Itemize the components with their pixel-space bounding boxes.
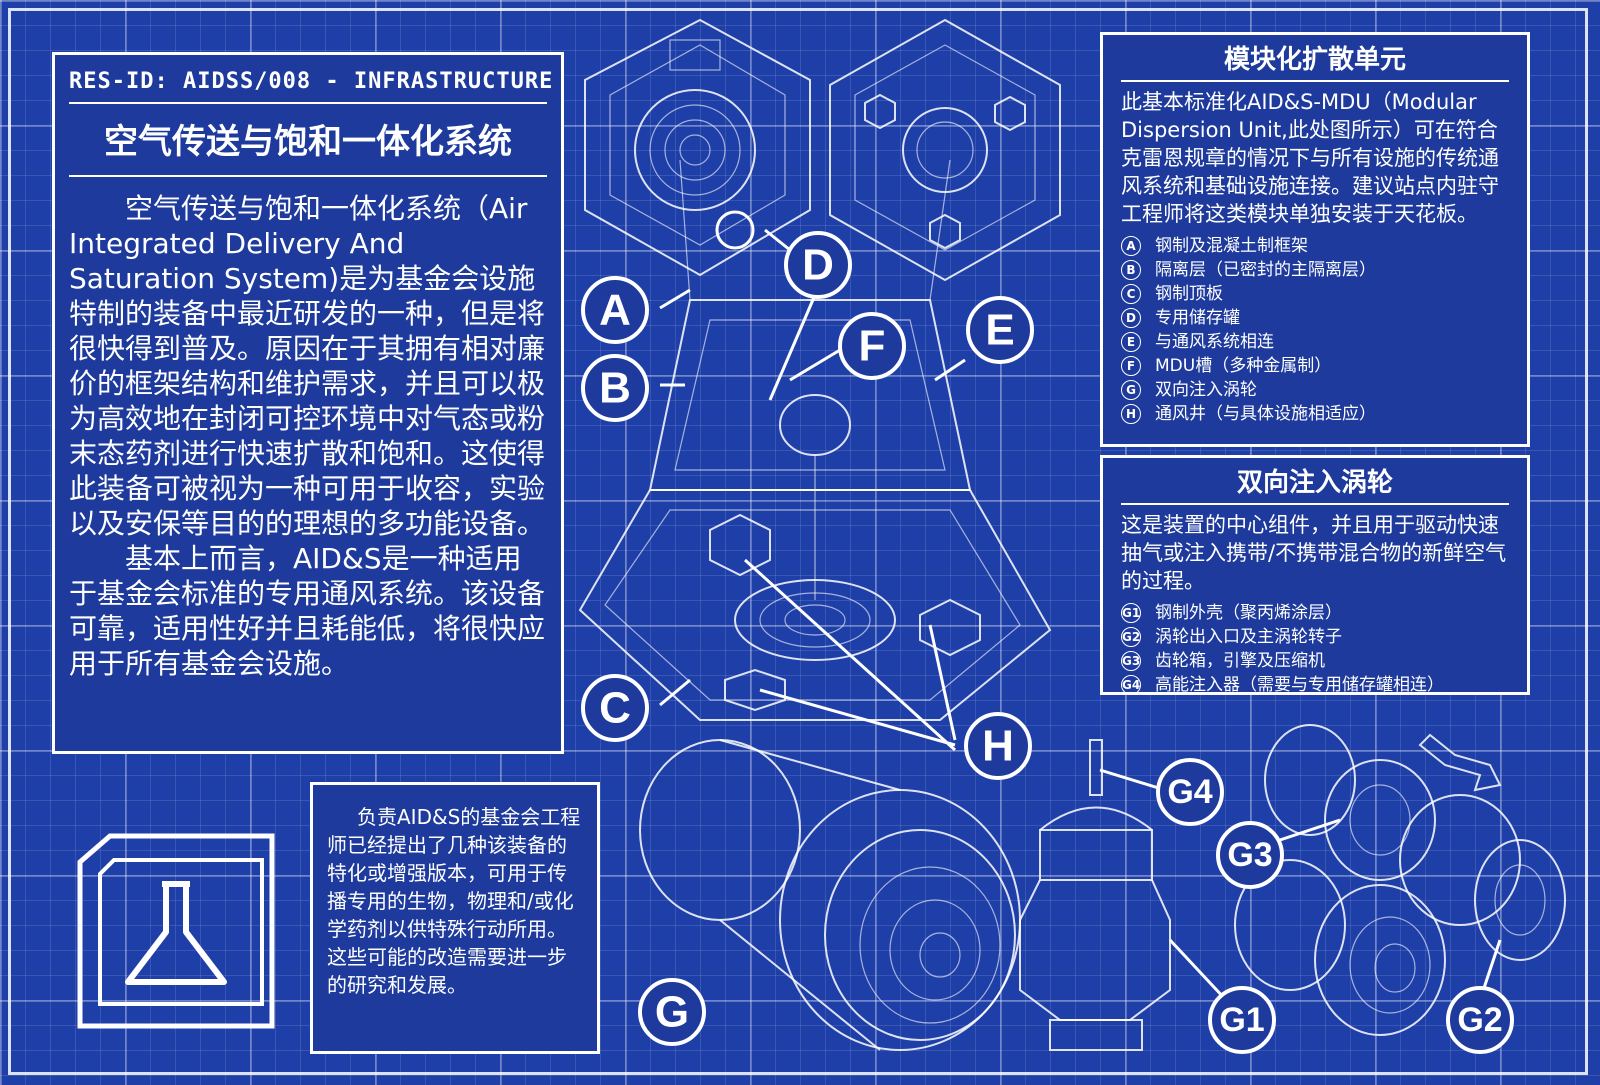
flask-icon	[76, 832, 276, 1030]
turbine-legend: G1 钢制外壳（聚丙烯涂层） G2 涡轮出入口及主涡轮转子 G3 齿轮箱，引擎及压缩机…	[1121, 601, 1509, 697]
legend-item: H 通风井（与具体设施相适应）	[1121, 402, 1509, 426]
callout-c: C	[581, 674, 649, 742]
legend-badge: C	[1121, 284, 1141, 304]
description-paragraph-2: 基本上而言，AID&S是一种适用于基金会标准的专用通风系统。该设备可靠，适用性好…	[69, 542, 546, 680]
turbine-description: 这是装置的中心组件，并且用于驱动快速抽气或注入携带/不携带混合物的新鲜空气的过程…	[1121, 513, 1507, 593]
svg-text:F: F	[859, 322, 886, 371]
callout-g1: G1	[1208, 986, 1276, 1054]
legend-badge: A	[1121, 236, 1141, 256]
description-paragraph-1: 空气传送与饱和一体化系统（Air Integrated Delivery And…	[69, 192, 546, 540]
callout-b: B	[581, 354, 649, 422]
callout-g: G	[638, 978, 706, 1046]
legend-item: E 与通风系统相连	[1121, 330, 1509, 354]
legend-label: 钢制外壳（聚丙烯涂层）	[1155, 603, 1342, 623]
svg-text:G2: G2	[1457, 1001, 1502, 1039]
legend-label: 通风井（与具体设施相适应）	[1155, 404, 1376, 424]
svg-text:D: D	[802, 241, 834, 290]
callout-g3: G3	[1216, 821, 1284, 889]
legend-badge: G1	[1121, 603, 1141, 623]
svg-text:E: E	[985, 306, 1014, 355]
legend-badge: G3	[1121, 651, 1141, 671]
legend-badge: B	[1121, 260, 1141, 280]
legend-badge: E	[1121, 332, 1141, 352]
system-info-panel: RES-ID: AIDSS/008 - INFRASTRUCTURE 空气传送与…	[52, 52, 564, 754]
legend-item: C 钢制顶板	[1121, 282, 1509, 306]
legend-item: B 隔离层（已密封的主隔离层）	[1121, 258, 1509, 282]
svg-text:C: C	[599, 684, 631, 733]
legend-item: F MDU槽（多种金属制）	[1121, 354, 1509, 378]
legend-label: 涡轮出入口及主涡轮转子	[1155, 627, 1342, 647]
injector-wireframe	[1019, 739, 1171, 1051]
callout-g2: G2	[1446, 986, 1514, 1054]
legend-item: G 双向注入涡轮	[1121, 378, 1509, 402]
legend-badge: G2	[1121, 627, 1141, 647]
callout-g4: G4	[1156, 758, 1224, 826]
svg-text:G1: G1	[1219, 1001, 1264, 1039]
mdu-title: 模块化扩散单元	[1121, 39, 1509, 82]
mdu-legend: A 钢制及混凝土制框架 B 隔离层（已密封的主隔离层） C 钢制顶板 D 专用储存罐 E…	[1121, 234, 1509, 426]
legend-label: 专用储存罐	[1155, 308, 1240, 328]
legend-item: G3 齿轮箱，引擎及压缩机	[1121, 649, 1509, 673]
legend-badge: G4	[1121, 675, 1141, 695]
legend-label: 钢制顶板	[1155, 284, 1223, 304]
svg-text:G: G	[655, 988, 689, 1037]
legend-label: 隔离层（已密封的主隔离层）	[1155, 260, 1376, 280]
legend-label: MDU槽（多种金属制）	[1155, 356, 1332, 376]
svg-text:H: H	[982, 722, 1014, 771]
legend-label: 钢制及混凝土制框架	[1155, 236, 1308, 256]
legend-label: 双向注入涡轮	[1155, 380, 1257, 400]
mdu-body-wireframe	[578, 159, 1052, 721]
callout-d: D	[784, 231, 852, 299]
legend-item: A 钢制及混凝土制框架	[1121, 234, 1509, 258]
page-title: 空气传送与饱和一体化系统	[69, 104, 547, 177]
legend-label: 齿轮箱，引擎及压缩机	[1155, 651, 1325, 671]
mdu-info-panel: 模块化扩散单元 此基本标准化AID&S-MDU（Modular Dispersi…	[1100, 32, 1530, 447]
svg-text:B: B	[599, 364, 631, 413]
legend-badge: G	[1121, 380, 1141, 400]
svg-text:A: A	[599, 286, 631, 335]
turbine-exploded-wireframe	[1234, 724, 1566, 1036]
legend-label: 高能注入器（需要与专用储存罐相连）	[1155, 675, 1444, 695]
callout-h: H	[964, 712, 1032, 780]
turbine-title: 双向注入涡轮	[1121, 462, 1509, 505]
turbine-info-panel: 双向注入涡轮 这是装置的中心组件，并且用于驱动快速抽气或注入携带/不携带混合物的…	[1100, 455, 1530, 695]
legend-badge: F	[1121, 356, 1141, 376]
engineer-note-text: 负责AID&S的基金会工程师已经提出了几种该装备的特化或增强版本，可用于传播专用…	[327, 805, 581, 997]
svg-text:G4: G4	[1167, 773, 1212, 811]
callout-f: F	[838, 312, 906, 380]
res-id-header: RES-ID: AIDSS/008 - INFRASTRUCTURE	[69, 55, 552, 104]
mdu-description: 此基本标准化AID&S-MDU（Modular Dispersion Unit,…	[1121, 90, 1499, 226]
callout-a: A	[581, 276, 649, 344]
legend-label: 与通风系统相连	[1155, 332, 1274, 352]
legend-item: G2 涡轮出入口及主涡轮转子	[1121, 625, 1509, 649]
legend-badge: H	[1121, 404, 1141, 424]
legend-badge: D	[1121, 308, 1141, 328]
svg-text:G3: G3	[1227, 836, 1272, 874]
engineer-note-panel: 负责AID&S的基金会工程师已经提出了几种该装备的特化或增强版本，可用于传播专用…	[310, 782, 600, 1054]
legend-item: D 专用储存罐	[1121, 306, 1509, 330]
legend-item: G4 高能注入器（需要与专用储存罐相连）	[1121, 673, 1509, 697]
callout-e: E	[966, 296, 1034, 364]
top-view-left	[584, 18, 811, 277]
top-view-right	[829, 18, 1061, 282]
legend-item: G1 钢制外壳（聚丙烯涂层）	[1121, 601, 1509, 625]
